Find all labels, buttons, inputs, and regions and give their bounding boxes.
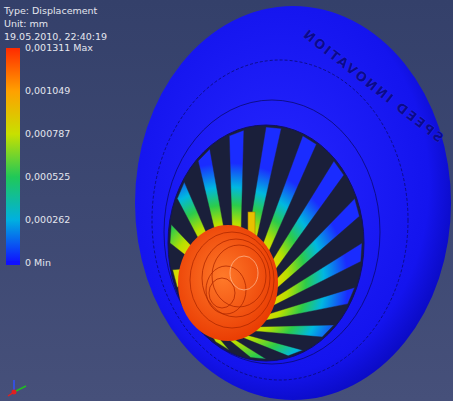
plot-info: 19.05.2010, 22:40:19 (4, 31, 107, 43)
legend-value: 0,001311 Max (25, 42, 93, 54)
spoke (266, 199, 360, 298)
legend-value: 0,000787 (25, 128, 70, 140)
plot-info: Unit: mm (4, 18, 48, 30)
colorbar-swatch (6, 91, 20, 134)
colorbar-swatch (6, 261, 20, 265)
spoke (229, 130, 244, 239)
colorbar-swatch (6, 220, 20, 263)
legend-value: 0,000525 (25, 171, 70, 183)
spoke (198, 149, 225, 239)
colorbar-swatch (6, 177, 20, 220)
colorbar-swatch (6, 134, 20, 177)
legend-value: 0,000262 (25, 214, 70, 226)
colorbar-swatch (6, 48, 20, 91)
legend-value: 0,001049 (25, 85, 70, 97)
legend-value: 0 Min (25, 257, 51, 269)
plot-info: Type: Displacement (4, 5, 97, 17)
